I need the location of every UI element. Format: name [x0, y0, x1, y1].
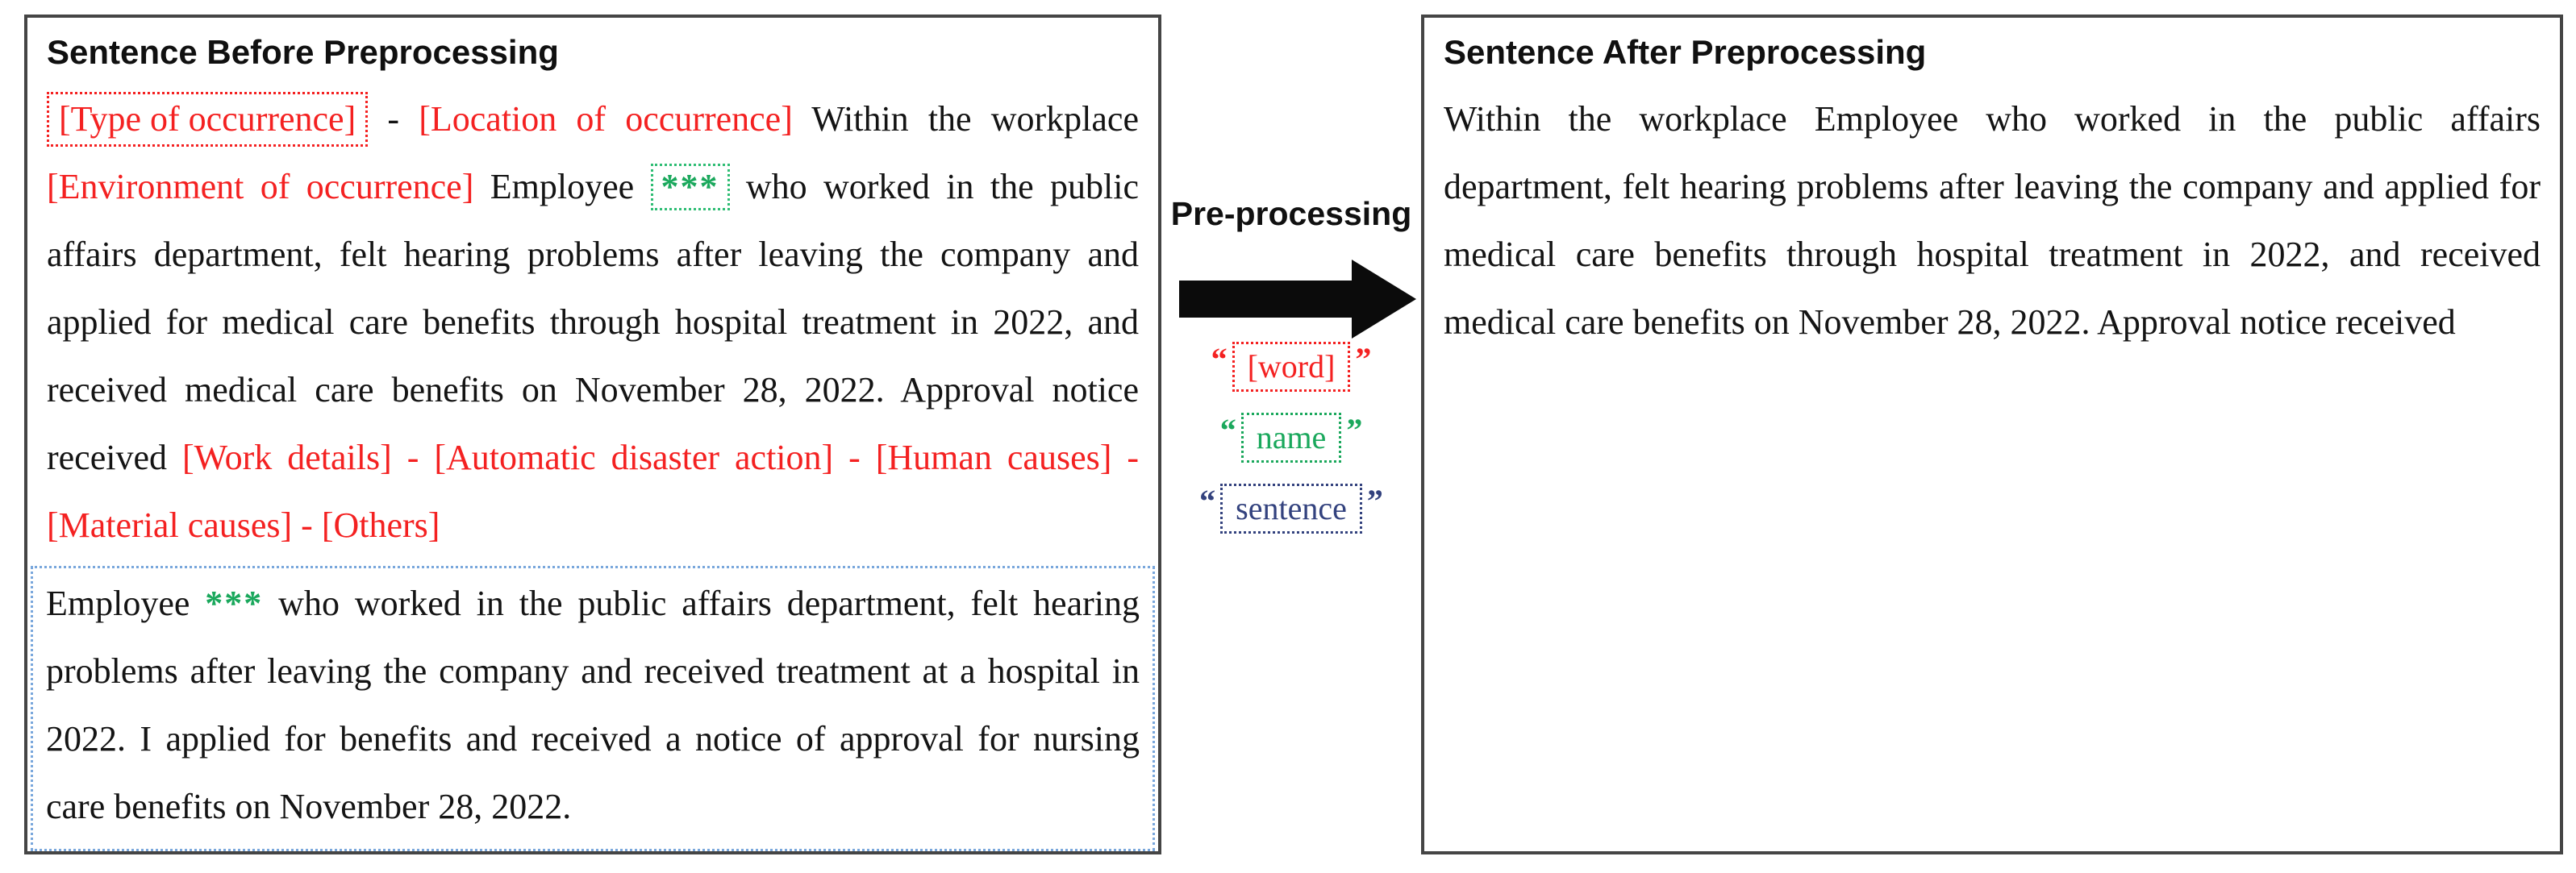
after-panel-title: Sentence After Preprocessing — [1444, 33, 1927, 71]
before-panel-title: Sentence Before Preprocessing — [47, 33, 559, 71]
before-preprocessing-panel: Sentence Before Preprocessing [Type of o… — [24, 15, 1161, 854]
preprocessing-label: Pre-processing — [1170, 195, 1412, 232]
masked-name-boxed: *** — [650, 164, 730, 210]
tag-type-of-occurrence-boxed: [Type of occurrence] — [47, 92, 369, 147]
dash-separator: - — [368, 99, 419, 139]
preprocessing-column: Pre-processing “ [word] ” “ name ” “ sen… — [1161, 0, 1421, 873]
open-quote: “ — [1219, 412, 1236, 448]
arrow-right-icon — [1179, 281, 1352, 318]
legend-name-box: name — [1240, 413, 1342, 463]
close-quote: ” — [1346, 412, 1363, 448]
tag-environment-of-occurrence: [Environment of occurrence] — [47, 167, 474, 206]
legend: “ [word] ” “ name ” “ sentence ” — [1161, 342, 1421, 534]
plain-text-run: Employee — [473, 167, 651, 206]
tagged-sentence-paragraph: [Type of occurrence] - [Location of occu… — [47, 85, 1139, 559]
legend-sentence-box: sentence — [1220, 484, 1362, 534]
masked-name: *** — [205, 584, 264, 623]
legend-word-box: [word] — [1232, 342, 1351, 392]
legend-item-word: “ [word] ” — [1207, 342, 1377, 392]
close-quote: ” — [1366, 483, 1383, 519]
after-preprocessing-panel: Sentence After Preprocessing Within the … — [1421, 15, 2563, 854]
open-quote: “ — [1211, 341, 1228, 377]
legend-item-sentence: “ sentence ” — [1194, 484, 1388, 534]
source-sentence-paragraph: Employee *** who worked in the public af… — [46, 570, 1140, 841]
clean-sentence-paragraph: Within the workplace Employee who worked… — [1444, 99, 2541, 342]
plain-text-run: who worked in the public affairs departm… — [47, 167, 1140, 477]
tag-location-of-occurrence: [Location of occurrence] — [419, 99, 793, 139]
close-quote: ” — [1355, 341, 1372, 377]
legend-item-name: “ name ” — [1215, 413, 1368, 463]
open-quote: “ — [1199, 483, 1216, 519]
plain-text-run: who worked in the public affairs departm… — [46, 584, 1140, 826]
tag-list-run: [Work details] - [Automatic disaster act… — [47, 438, 1139, 545]
arrow-right-head-icon — [1352, 260, 1416, 339]
plain-text-run: Within the workplace — [792, 99, 1139, 139]
sentence-highlight-box: Employee *** who worked in the public af… — [31, 566, 1155, 851]
plain-text-run: Employee — [46, 584, 206, 623]
